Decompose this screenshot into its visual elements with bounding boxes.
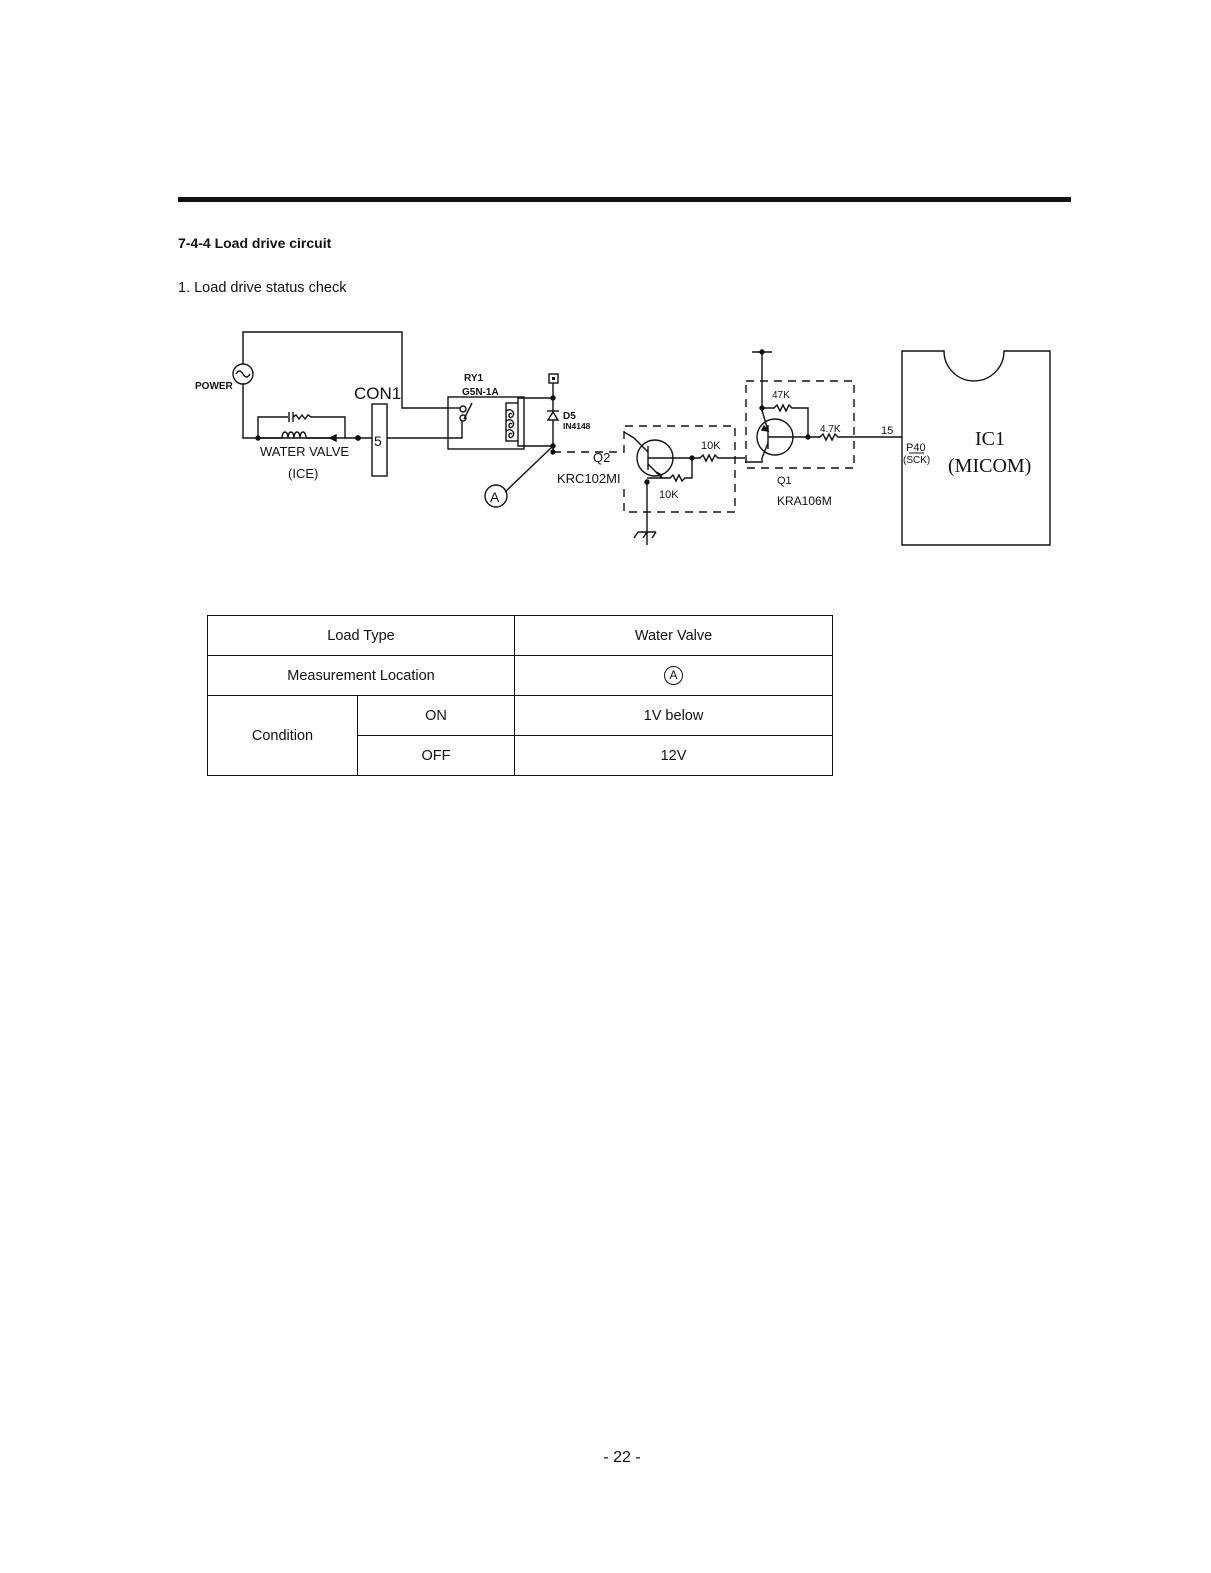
measurement-location-value: A (515, 656, 833, 696)
measurement-location-label: Measurement Location (208, 656, 515, 696)
q2-base-resistor-label: 10K (701, 440, 721, 452)
power-wire-top (243, 332, 448, 408)
table-row: Load Type Water Valve (208, 616, 833, 656)
condition-off-value: 12V (515, 736, 833, 776)
condition-on-label: ON (358, 696, 515, 736)
page-number: - 22 - (0, 1449, 1211, 1467)
d5-part-label: IN4148 (563, 421, 591, 431)
load-drive-circuit-diagram: POWER WATER VALVE (ICE) CON1 5 RY1 G5N-1… (0, 0, 1211, 600)
relay-contact (448, 403, 472, 438)
condition-off-label: OFF (358, 736, 515, 776)
q2-label: Q2 (593, 450, 610, 465)
port-function-label: (SCK) (903, 455, 930, 466)
power-source-symbol (233, 364, 253, 384)
con1-pin-label: 5 (374, 433, 382, 449)
port-label: P40 (906, 442, 926, 454)
table-row: Measurement Location A (208, 656, 833, 696)
water-valve-label: WATER VALVE (260, 444, 349, 459)
ry1-label: RY1 (464, 373, 484, 384)
q1-supply (752, 352, 772, 380)
pin-number-label: 15 (881, 425, 893, 437)
q1-bias-resistor-label: 47K (772, 390, 790, 401)
q2-base-resistor (692, 455, 745, 461)
table-row: Condition ON 1V below (208, 696, 833, 736)
q2-part-label: KRC102MI (557, 471, 621, 486)
water-valve-symbol (256, 412, 360, 441)
relay-coil (506, 398, 553, 446)
q1-label: Q1 (777, 475, 792, 487)
ice-label: (ICE) (288, 466, 318, 481)
q1-part-label: KRA106M (777, 494, 832, 508)
q1-bias-resistor (762, 405, 808, 437)
point-a-label: A (490, 489, 500, 505)
ry1-part-label: G5N-1A (462, 387, 499, 398)
load-type-label: Load Type (208, 616, 515, 656)
q1-base-resistor-label: 4.7K (820, 424, 841, 435)
condition-on-value: 1V below (515, 696, 833, 736)
q2-bias-resistor-label: 10K (659, 489, 679, 501)
q2-dashed-box (553, 426, 735, 512)
load-drive-table: Load Type Water Valve Measurement Locati… (207, 615, 833, 776)
ic1-type-label: (MICOM) (948, 455, 1031, 477)
condition-label: Condition (208, 696, 358, 776)
con1-label: CON1 (354, 384, 401, 403)
load-type-value: Water Valve (515, 616, 833, 656)
power-label: POWER (195, 381, 234, 392)
power-wire-bottom (243, 384, 372, 438)
point-a-leader (505, 446, 553, 492)
point-a-symbol: A (664, 666, 683, 685)
ic1-label: IC1 (975, 428, 1005, 450)
